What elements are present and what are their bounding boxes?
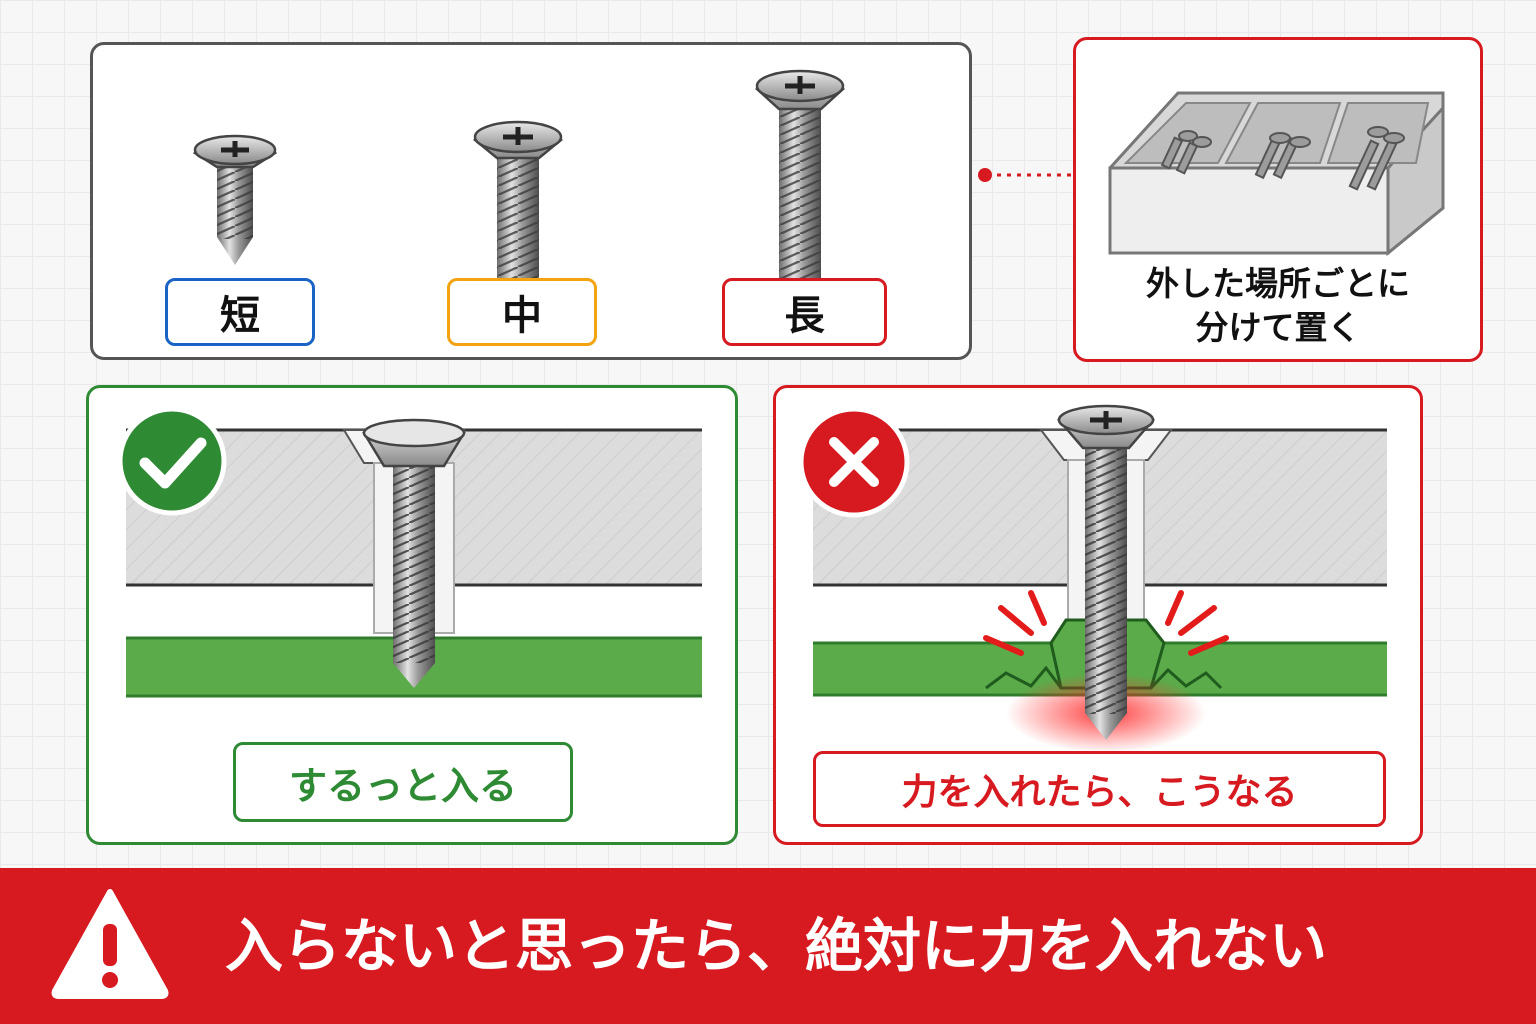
connector-dotted-line bbox=[978, 168, 1071, 182]
warning-text: 入らないと思ったら、絶対に力を入れない bbox=[225, 912, 1328, 980]
bad-example-panel: 力を入れたら、こうなる bbox=[773, 385, 1423, 845]
good-caption: するっと入る bbox=[233, 742, 573, 822]
tray-caption: 外した場所ごとに 分けて置く bbox=[1076, 262, 1480, 350]
good-screw-icon bbox=[362, 418, 466, 688]
long-size-label: 長 bbox=[722, 278, 887, 346]
mid-screw-icon bbox=[472, 120, 564, 312]
bad-screw-icon bbox=[1056, 404, 1156, 740]
screw-illustrations bbox=[192, 69, 846, 313]
warning-triangle-icon bbox=[51, 889, 169, 999]
parts-tray-icon bbox=[1108, 91, 1445, 257]
good-example-panel: するっと入る bbox=[86, 385, 738, 845]
screw-sizes-panel: 短 中 長 bbox=[90, 42, 972, 360]
good-cross-section bbox=[126, 418, 702, 698]
check-icon bbox=[117, 406, 227, 516]
long-screw-icon bbox=[754, 69, 846, 313]
tray-caption-line2: 分けて置く bbox=[1195, 308, 1361, 347]
tray-caption-line1: 外した場所ごとに bbox=[1146, 264, 1410, 303]
cross-icon bbox=[798, 406, 910, 518]
warning-banner: 入らないと思ったら、絶対に力を入れない bbox=[0, 868, 1536, 1024]
bad-caption: 力を入れたら、こうなる bbox=[813, 751, 1386, 827]
mid-size-label: 中 bbox=[447, 278, 597, 346]
short-size-label: 短 bbox=[165, 278, 315, 346]
bad-cross-section bbox=[813, 404, 1387, 753]
short-screw-icon bbox=[192, 134, 278, 265]
parts-tray-panel: 外した場所ごとに 分けて置く bbox=[1073, 37, 1483, 362]
